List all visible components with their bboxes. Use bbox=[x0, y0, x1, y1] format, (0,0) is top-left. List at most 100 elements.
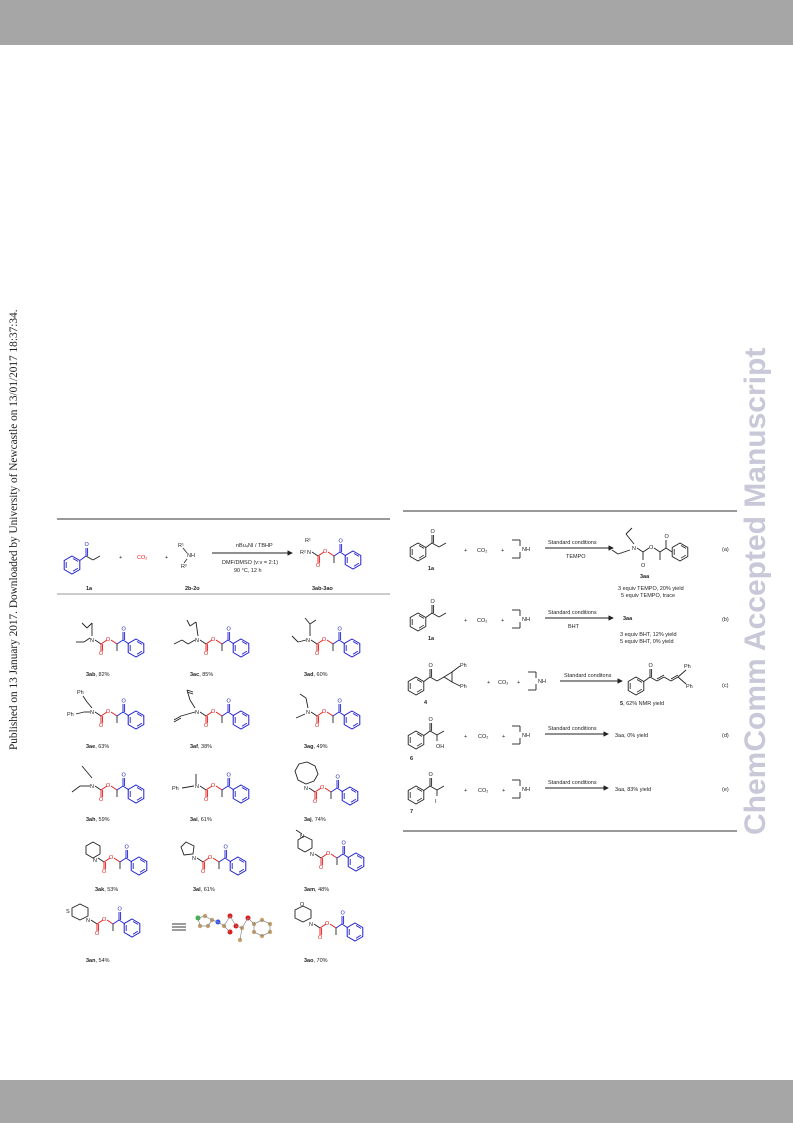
svg-text:R²: R² bbox=[300, 550, 306, 556]
svg-text:NH: NH bbox=[522, 547, 530, 553]
svg-text:N: N bbox=[195, 784, 199, 790]
control-experiment-b: O 1a + CO₂ + NH Standard conditions BHT … bbox=[409, 599, 729, 645]
svg-text:+: + bbox=[464, 548, 467, 554]
svg-text:Ph: Ph bbox=[686, 684, 693, 690]
svg-text:N: N bbox=[310, 852, 314, 858]
plus-sign-2: + bbox=[165, 555, 168, 561]
svg-text:5 equiv TEMPO, trace: 5 equiv TEMPO, trace bbox=[621, 593, 675, 599]
svg-text:I: I bbox=[435, 799, 437, 805]
svg-text:N: N bbox=[304, 786, 308, 792]
svg-text:Ph: Ph bbox=[460, 684, 467, 690]
svg-text:+: + bbox=[501, 548, 504, 554]
svg-text:N: N bbox=[307, 550, 311, 556]
product-3am: N N 3am, 48% bbox=[295, 829, 364, 893]
conditions-bottom-2: 90 °C, 12 h bbox=[234, 568, 262, 574]
svg-text:Standard conditions: Standard conditions bbox=[548, 610, 597, 616]
svg-text:CO₂: CO₂ bbox=[478, 788, 488, 794]
svg-text:1a: 1a bbox=[428, 636, 435, 642]
label-products: 3ab-3ao bbox=[312, 586, 333, 592]
svg-text:3aa, 0% yield: 3aa, 0% yield bbox=[615, 733, 648, 739]
svg-text:3ao, 70%: 3ao, 70% bbox=[304, 958, 328, 964]
svg-text:3ak, 53%: 3ak, 53% bbox=[95, 887, 118, 893]
svg-text:3 equiv BHT, 12% yield: 3 equiv BHT, 12% yield bbox=[620, 632, 677, 638]
svg-text:CO₂: CO₂ bbox=[478, 734, 488, 740]
svg-text:BHT: BHT bbox=[568, 624, 580, 630]
svg-text:3ai, 61%: 3ai, 61% bbox=[190, 817, 212, 823]
svg-text:+: + bbox=[487, 680, 490, 686]
svg-text:O: O bbox=[300, 902, 305, 908]
svg-text:N: N bbox=[300, 834, 304, 840]
svg-text:3ah, 59%: 3ah, 59% bbox=[86, 817, 110, 823]
svg-text:CO₂: CO₂ bbox=[477, 548, 487, 554]
svg-text:+: + bbox=[464, 618, 467, 624]
svg-text:N: N bbox=[90, 638, 94, 644]
svg-text:NH: NH bbox=[522, 787, 530, 793]
svg-text:Standard conditions: Standard conditions bbox=[548, 540, 597, 546]
svg-text:5, 62% NMR yield: 5, 62% NMR yield bbox=[620, 701, 664, 707]
svg-text:(e): (e) bbox=[722, 787, 729, 793]
svg-text:N: N bbox=[632, 546, 636, 552]
svg-text:O: O bbox=[85, 542, 90, 548]
svg-text:NH: NH bbox=[522, 733, 530, 739]
svg-text:N: N bbox=[195, 710, 199, 716]
crystal-structure-image bbox=[195, 913, 273, 943]
svg-text:TEMPO: TEMPO bbox=[566, 554, 586, 560]
svg-text:5 equiv BHT, 0% yield: 5 equiv BHT, 0% yield bbox=[620, 639, 674, 645]
product-3an: S N 3an, 54% bbox=[66, 903, 140, 964]
svg-text:O: O bbox=[649, 545, 654, 551]
svg-text:Standard conditions: Standard conditions bbox=[548, 780, 597, 786]
product-3ac: N 3ac, 85% bbox=[173, 619, 249, 678]
svg-text:Standard conditons: Standard conditons bbox=[564, 673, 612, 679]
svg-text:O: O bbox=[429, 772, 434, 778]
svg-text:CO₂: CO₂ bbox=[477, 618, 487, 624]
control-experiment-a: O 1a + CO₂ + NH Standard conditions TEMP… bbox=[409, 527, 729, 599]
svg-text:O: O bbox=[431, 599, 436, 605]
svg-text:N: N bbox=[86, 918, 90, 924]
svg-text:N: N bbox=[309, 922, 313, 928]
svg-text:NH: NH bbox=[538, 679, 546, 685]
svg-text:3 equiv TEMPO, 20% yield: 3 equiv TEMPO, 20% yield bbox=[618, 586, 684, 592]
svg-text:7: 7 bbox=[410, 809, 413, 815]
top-gray-band bbox=[0, 0, 793, 45]
control-experiment-c: O Ph Ph 4 + CO₂ + NH Standard conditons … bbox=[407, 663, 729, 707]
svg-text:+: + bbox=[502, 788, 505, 794]
svg-text:R²: R² bbox=[181, 564, 187, 570]
svg-text:4: 4 bbox=[424, 700, 428, 706]
svg-text:3ac, 85%: 3ac, 85% bbox=[190, 672, 213, 678]
bottom-gray-band bbox=[0, 1080, 793, 1123]
svg-text:N: N bbox=[306, 710, 310, 716]
amine-structure: R¹ NH R² bbox=[178, 543, 195, 570]
svg-text:(d): (d) bbox=[722, 733, 729, 739]
svg-text:+: + bbox=[464, 788, 467, 794]
svg-text:(c): (c) bbox=[722, 683, 729, 689]
svg-text:O: O bbox=[665, 534, 670, 540]
product-general-structure: R¹ R² N bbox=[300, 538, 361, 569]
svg-text:NH: NH bbox=[522, 617, 530, 623]
svg-text:3aa: 3aa bbox=[623, 616, 633, 622]
svg-text:OH: OH bbox=[436, 744, 444, 750]
svg-text:3ae, 63%: 3ae, 63% bbox=[86, 744, 109, 750]
svg-text:O: O bbox=[431, 529, 436, 535]
svg-text:R¹: R¹ bbox=[178, 543, 184, 549]
svg-text:3aa: 3aa bbox=[640, 574, 650, 580]
product-3af: N 3af, 38% bbox=[173, 689, 249, 750]
svg-text:N: N bbox=[90, 710, 94, 716]
product-3al: N 3al, 61% bbox=[180, 841, 246, 893]
plus-sign: + bbox=[119, 555, 122, 561]
product-3ao: O N 3ao, 70% bbox=[294, 902, 363, 964]
product-3ak: N 3ak, 53% bbox=[85, 841, 147, 893]
product-3ab: N 3ab, 82% bbox=[76, 622, 144, 678]
svg-text:3af, 38%: 3af, 38% bbox=[190, 744, 212, 750]
svg-text:+: + bbox=[501, 618, 504, 624]
product-3ag: N 3ag, 49% bbox=[295, 693, 360, 750]
svg-text:N: N bbox=[306, 638, 310, 644]
svg-text:O: O bbox=[429, 663, 434, 669]
svg-text:Ph: Ph bbox=[460, 663, 467, 669]
conditions-bottom-1: DMF/DMSO (v:v = 2:1) bbox=[222, 560, 278, 566]
right-scheme: O 1a + CO₂ + NH Standard conditions TEMP… bbox=[403, 510, 737, 832]
equivalence-sign bbox=[172, 923, 186, 931]
svg-text:N: N bbox=[195, 638, 199, 644]
svg-text:N: N bbox=[93, 858, 97, 864]
svg-text:O: O bbox=[649, 663, 654, 669]
